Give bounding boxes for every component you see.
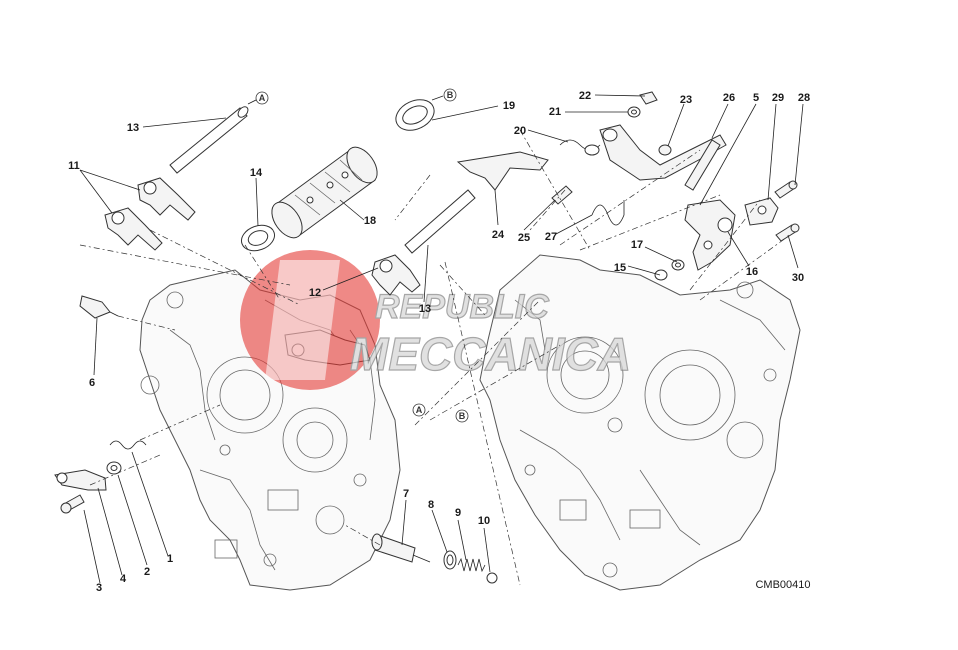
callout-21: 21 xyxy=(549,106,561,118)
callout-29: 29 xyxy=(772,92,784,104)
part-17-washer xyxy=(671,259,685,271)
reference-B-mid: B xyxy=(455,409,469,423)
part-13-fork-shaft xyxy=(169,106,249,174)
callout-15: 15 xyxy=(614,262,626,274)
part-9-spring xyxy=(457,557,486,573)
callout-13-top: 13 xyxy=(127,122,139,134)
callout-14: 14 xyxy=(250,167,263,179)
letter-B-top: B xyxy=(447,90,454,100)
callout-25: 25 xyxy=(518,232,530,244)
callout-4: 4 xyxy=(120,573,127,585)
callout-26: 26 xyxy=(723,92,735,104)
part-14-washer xyxy=(241,224,275,252)
right-crankcase xyxy=(479,254,801,591)
part-22-nut xyxy=(639,91,658,105)
callout-8: 8 xyxy=(428,499,434,511)
watermark-text-line2: MECCANICA xyxy=(350,328,631,380)
part-19-ring xyxy=(395,99,435,131)
part-24-plate xyxy=(456,151,549,191)
callout-10: 10 xyxy=(478,515,490,527)
part-6-sensor xyxy=(79,295,119,319)
callout-23: 23 xyxy=(680,94,692,106)
part-1-spring xyxy=(109,440,147,450)
part-18-shift-drum xyxy=(271,146,378,239)
part-11-shift-forks xyxy=(104,177,196,251)
part-28-screw xyxy=(774,180,798,199)
part-3-screw xyxy=(60,494,85,514)
callout-17: 17 xyxy=(631,239,643,251)
callout-30: 30 xyxy=(792,272,804,284)
part-29-plate xyxy=(744,197,779,226)
part-15-washer xyxy=(654,269,668,281)
callout-24: 24 xyxy=(492,229,505,241)
callout-1: 1 xyxy=(167,553,173,565)
letter-A-top: A xyxy=(259,93,266,103)
callout-16: 16 xyxy=(746,266,758,278)
callout-18: 18 xyxy=(364,215,376,227)
letter-A-mid: A xyxy=(416,405,423,415)
callout-27: 27 xyxy=(545,231,557,243)
reference-A-top: A xyxy=(247,91,269,105)
drawing-code: CMB00410 xyxy=(755,579,810,591)
callout-5: 5 xyxy=(753,92,759,104)
part-16-plate xyxy=(684,199,736,271)
part-26-selector-shaft xyxy=(599,124,727,191)
part-7-pin xyxy=(371,533,431,563)
reference-B-top: B xyxy=(431,88,457,102)
callout-labels: 1 2 3 4 5 6 7 8 9 10 11 12 13 13 14 15 1… xyxy=(68,90,810,594)
callout-3: 3 xyxy=(96,582,102,594)
callout-13-mid: 13 xyxy=(419,303,431,315)
callout-20: 20 xyxy=(514,125,526,137)
callout-9: 9 xyxy=(455,507,461,519)
part-10-ball xyxy=(486,572,498,584)
part-23-washer xyxy=(658,144,672,156)
callout-6: 6 xyxy=(89,377,95,389)
part-4-lever xyxy=(54,469,107,491)
callout-12: 12 xyxy=(309,287,321,299)
part-8-washer xyxy=(443,550,457,570)
callout-11: 11 xyxy=(68,160,80,172)
callout-22: 22 xyxy=(579,90,591,102)
watermark-logo-circle xyxy=(240,250,380,390)
part-12-fork xyxy=(371,189,476,296)
part-21-washer xyxy=(627,106,641,118)
callout-2: 2 xyxy=(144,566,150,578)
part-25-bolt xyxy=(551,185,573,205)
watermark-text-line1: REPUBLIC xyxy=(375,288,549,326)
part-27-spring xyxy=(591,200,625,226)
leader-lines xyxy=(79,94,804,584)
part-2-washer xyxy=(106,461,122,475)
letter-B-mid: B xyxy=(459,411,466,421)
part-30-screw xyxy=(775,223,800,242)
callout-7: 7 xyxy=(403,488,409,500)
callout-19: 19 xyxy=(503,100,515,112)
watermark-logo: REPUBLIC MECCANICA xyxy=(240,250,632,390)
part-20-spring xyxy=(559,139,601,156)
assembly-centerlines xyxy=(79,129,791,586)
reference-A-mid: A xyxy=(412,403,426,417)
callout-28: 28 xyxy=(798,92,810,104)
